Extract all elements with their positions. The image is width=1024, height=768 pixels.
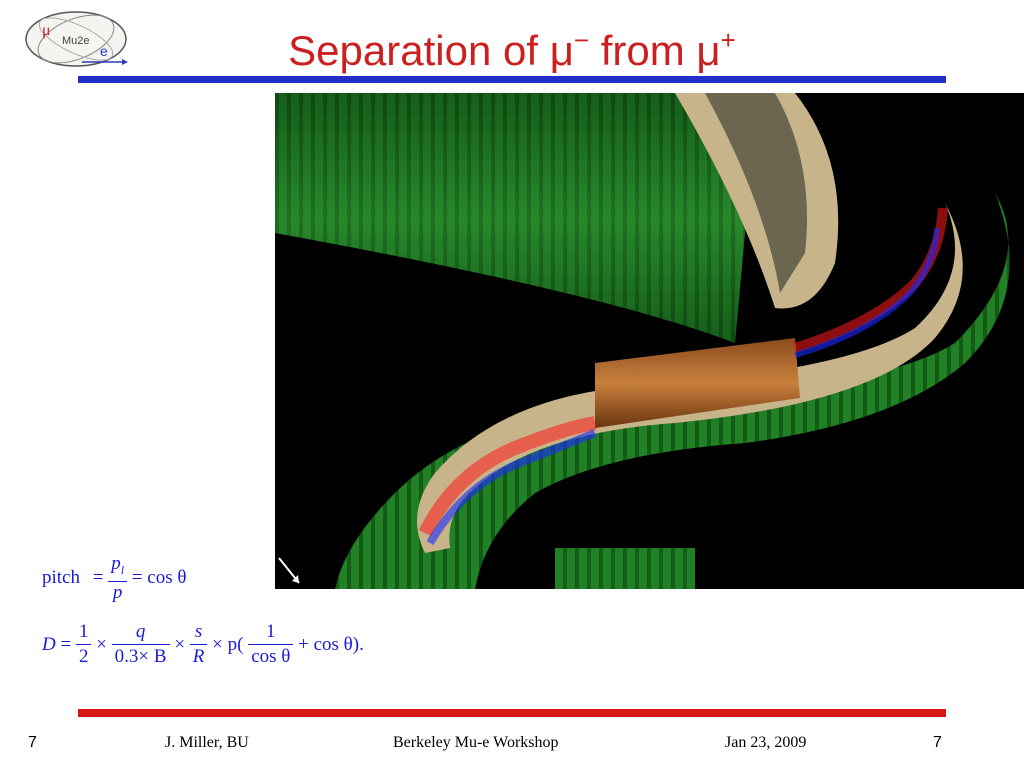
- title-prefix: Separation of μ: [288, 27, 574, 74]
- d-f3-den: R: [192, 646, 205, 667]
- logo-mu-text: μ: [42, 22, 51, 39]
- transport-solenoid-tracks-render: [275, 93, 1010, 589]
- title-sup-minus: −: [573, 25, 590, 55]
- pitch-label: pitch: [42, 567, 80, 589]
- d-fraction-2: q 0.3× B: [111, 620, 170, 669]
- d-times-1: ×: [96, 633, 107, 655]
- displacement-equation: D = 1 2 × q 0.3× B × s R × p( 1 cos θ + …: [42, 620, 364, 669]
- d-times-2: ×: [174, 633, 186, 655]
- d-lhs: D: [42, 633, 56, 655]
- pitch-eq2: =: [131, 567, 143, 589]
- d-p-open: p(: [227, 633, 244, 655]
- mu2e-logo-icon: μ Mu2e e: [25, 11, 128, 67]
- solenoid-figure: [275, 93, 1024, 589]
- title-divider: [78, 76, 946, 83]
- d-f1-den: 2: [78, 646, 89, 667]
- d-f2-num: q: [135, 621, 146, 642]
- pitch-equation: pitch = pl p = cos θ: [42, 553, 186, 604]
- pitch-eq1: =: [92, 567, 104, 589]
- title-sup-plus: +: [720, 25, 736, 55]
- d-f2-den: 0.3× B: [114, 646, 167, 667]
- d-fraction-1: 1 2: [75, 620, 92, 669]
- footer-divider: [78, 709, 946, 717]
- d-f4-den: cos θ: [251, 646, 291, 667]
- d-eq: =: [60, 633, 72, 655]
- d-times-3: ×: [212, 633, 223, 655]
- d-f3-num: s: [194, 621, 203, 642]
- d-f1-num: 1: [78, 621, 89, 642]
- d-f4-num: 1: [266, 621, 276, 642]
- pitch-den: p: [112, 581, 123, 603]
- pitch-num-sub: l: [120, 562, 125, 577]
- footer-date: Jan 23, 2009: [725, 734, 807, 751]
- footer-author: J. Miller, BU: [165, 734, 249, 751]
- slide-number-left: 7: [28, 734, 37, 751]
- d-tail: + cos θ).: [298, 633, 364, 655]
- pitch-fraction: pl p: [108, 553, 128, 604]
- logo-center-text: Mu2e: [62, 35, 90, 47]
- pitch-rhs: cos θ: [147, 567, 187, 589]
- pitch-num: p: [111, 553, 121, 574]
- logo-e-text: e: [100, 43, 108, 59]
- title-middle: from μ: [589, 27, 721, 74]
- d-fraction-4: 1 cos θ: [248, 620, 294, 669]
- mu2e-logo: μ Mu2e e: [22, 8, 130, 70]
- d-fraction-3: s R: [189, 620, 208, 669]
- slide-title: Separation of μ− from μ+: [0, 14, 1024, 77]
- footer-event: Berkeley Mu-e Workshop: [393, 734, 559, 751]
- slide-number-right: 7: [933, 734, 942, 751]
